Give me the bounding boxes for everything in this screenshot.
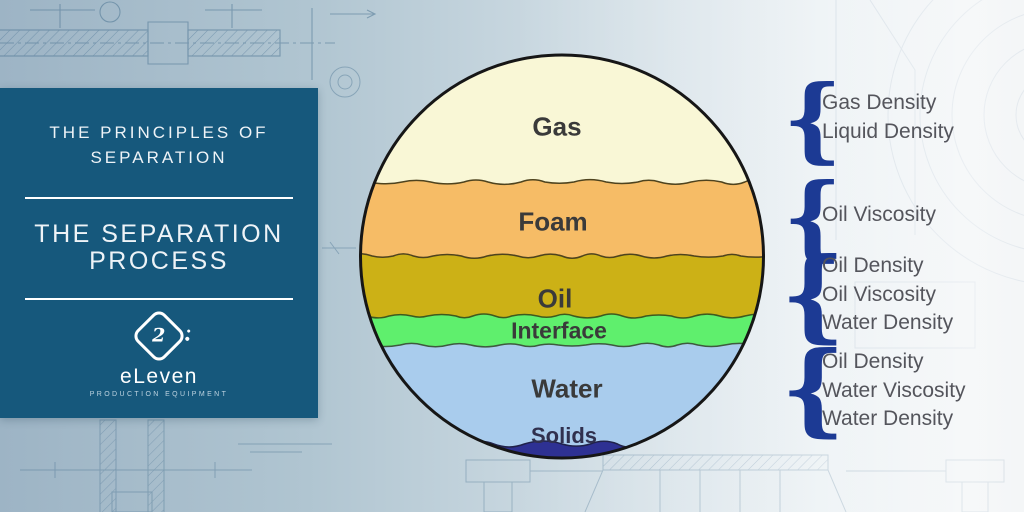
divider — [25, 197, 293, 199]
eleven-logo-icon: 2 — [130, 307, 191, 365]
annotation-line: Oil Viscosity — [822, 203, 936, 226]
annotation-line: Water Density — [822, 311, 954, 334]
brace-icon: { — [781, 329, 846, 447]
panel-eyebrow: THE PRINCIPLES OF SEPARATION — [49, 123, 269, 167]
annotation-line: Water Viscosity — [822, 378, 966, 402]
layer-label-oil: Oil — [537, 283, 573, 314]
annotation-line: Water Density — [822, 407, 954, 430]
brace-icon: { — [781, 235, 846, 353]
annotation-line: Gas Density — [822, 91, 937, 114]
layer-label-gas: Gas — [532, 111, 582, 142]
layer-label-interface: Interface — [511, 317, 607, 344]
layer-label-foam: Foam — [518, 206, 588, 237]
divider — [25, 298, 293, 300]
left-panel: THE PRINCIPLES OF SEPARATION THE SEPARAT… — [0, 88, 318, 418]
annotation-line: Oil Density — [822, 254, 924, 277]
brace-icon: { — [783, 163, 843, 271]
separation-vessel-diagram: Gas Foam Oil Interface Water Solids — [356, 52, 768, 461]
annotation-group-4: Oil Density Water Viscosity Water Densit… — [822, 348, 966, 434]
logo-spark-dot — [186, 328, 191, 334]
logo-spark-dot — [184, 336, 191, 342]
annotation-group-3: Oil Density Oil Viscosity Water Density — [822, 252, 953, 338]
logo-tagline: PRODUCTION EQUIPMENT — [89, 391, 229, 398]
vessel-outline — [359, 53, 765, 460]
layer-label-water: Water — [531, 373, 603, 404]
annotation-line: Oil Viscosity — [822, 282, 936, 306]
logo-monogram: 2 — [152, 324, 166, 347]
panel-title: THE SEPARATION PROCESS — [34, 220, 284, 275]
layer-label-solids: Solids — [530, 423, 598, 448]
annotation-line: Oil Density — [822, 350, 924, 373]
vessel-svg — [359, 53, 765, 460]
eleven-logo: 2 eLeven PRODUCTION EQUIPMENT — [89, 307, 229, 398]
annotation-line: Liquid Density — [822, 120, 954, 143]
annotation-group-2: Oil Viscosity — [822, 202, 936, 227]
brace-icon: { — [783, 65, 843, 173]
logo-brand-text: eLeven — [120, 365, 198, 388]
annotation-group-1: Gas Density Liquid Density — [822, 88, 954, 146]
